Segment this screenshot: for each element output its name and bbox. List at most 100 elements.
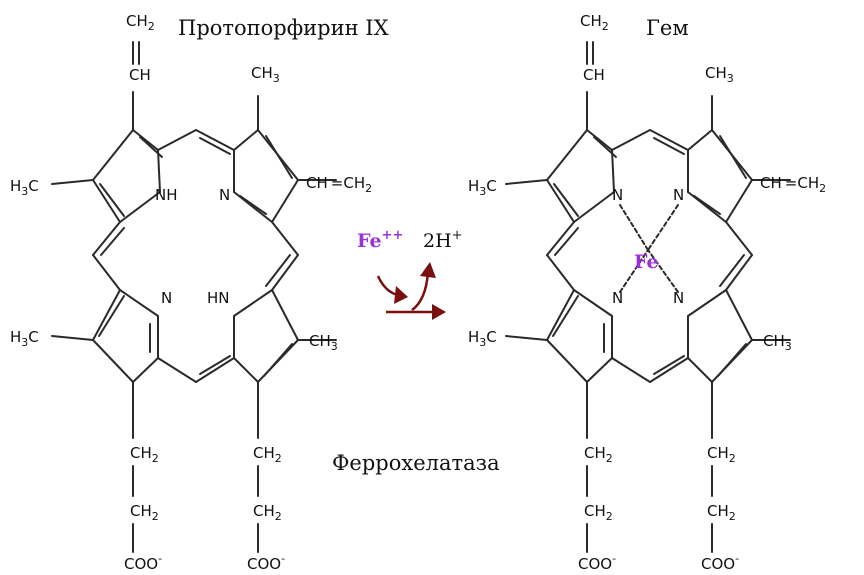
meso-double (554, 227, 579, 256)
ch2-upper-right-chain: CH2 (253, 444, 282, 465)
meso-bond (725, 254, 753, 291)
ring-bond (157, 149, 161, 193)
iron-reagent: Fe++ (357, 228, 403, 252)
meso-bond (92, 254, 121, 291)
iron-coordination-3 (619, 249, 649, 293)
meso-double (100, 227, 125, 256)
methyl-left-lower: H3C (10, 328, 39, 349)
methyl-right-mol-upper: H3C (468, 177, 497, 198)
ring-bond (132, 129, 159, 151)
meso-double (199, 355, 231, 375)
ch2-right-mol-3: CH2 (584, 502, 613, 523)
ring-bond (725, 289, 753, 341)
double-bond (98, 295, 125, 337)
ring-bond (546, 339, 588, 383)
meso-bond (649, 357, 689, 383)
double-bond (265, 135, 293, 179)
ring-bond (271, 289, 299, 341)
ring-bond (92, 289, 121, 341)
ring-bond (725, 179, 753, 223)
ring-bond (92, 339, 134, 383)
meso-bond (157, 129, 197, 151)
carboxylate-left-1: COO- (124, 552, 162, 573)
meso-double (265, 254, 291, 287)
proton-product: 2H+ (423, 228, 463, 252)
meso-double (653, 355, 685, 375)
ring-bond (573, 191, 615, 223)
vinyl-ch-top-right: CH (583, 66, 605, 84)
double-bond (552, 295, 579, 337)
main-arrow-head (432, 304, 446, 320)
methyl-top-left: CH3 (251, 64, 280, 85)
carboxylate-left-2: COO- (247, 552, 285, 573)
methyl-stem-left (505, 179, 548, 185)
double-bond (553, 183, 579, 217)
ring-bond (546, 179, 575, 223)
meso-double (719, 254, 745, 287)
double-bond (693, 195, 721, 215)
ring-bond (586, 357, 613, 383)
pyrrole-n-ur-right: N (673, 186, 684, 204)
ring-bond (271, 179, 299, 223)
ring-bond (546, 129, 588, 181)
double-bond (99, 183, 125, 217)
iron-in-arrow-head (394, 286, 408, 304)
iron-coordination-1 (619, 204, 649, 251)
meso-double (199, 137, 231, 155)
ch2-lower-right-chain: CH2 (253, 502, 282, 523)
pyrrole-n-lr-right: N (673, 289, 684, 307)
vinyl-ch-top-left: CH (129, 66, 151, 84)
proton-out-arrow (411, 271, 430, 312)
ch2-upper-left-chain: CH2 (130, 444, 159, 465)
ring-bond (233, 357, 259, 383)
carboxylate-right-1: COO- (578, 552, 616, 573)
enzyme-label: Феррохелатаза (332, 451, 500, 475)
ring-bond (586, 129, 613, 151)
proton-out-arrow-head (420, 262, 436, 278)
meso-bond (546, 254, 575, 291)
methyl-top-right: CH3 (705, 64, 734, 85)
meso-bond (195, 357, 235, 383)
ch2-right-mol-4: CH2 (707, 502, 736, 523)
meso-bond (725, 221, 753, 256)
carboxylate-right-2: COO- (701, 552, 739, 573)
methyl-right-mol-lower-r: CH3 (763, 332, 792, 353)
ring-bond (233, 129, 259, 151)
meso-double (653, 137, 685, 155)
meso-bond (611, 129, 651, 151)
meso-bond (271, 254, 299, 291)
meso-bond (611, 357, 651, 383)
pyrrole-nh-left: NH (155, 186, 178, 204)
double-bond (719, 135, 747, 179)
title-heme: Гем (646, 16, 689, 40)
double-bond (263, 343, 293, 377)
ring-bond (132, 357, 159, 383)
title-protoporphyrin: Протопорфирин IX (178, 16, 389, 40)
pyrrole-n-ll-right: N (612, 289, 623, 307)
ch2-right-mol-2: CH2 (707, 444, 736, 465)
reaction-arrows (376, 262, 446, 320)
ring-bond (687, 357, 713, 383)
ch2-right-mol-1: CH2 (584, 444, 613, 465)
meso-bond (92, 221, 121, 256)
methyl-stem-left-lower (51, 335, 94, 341)
pyrrole-hn-left: HN (207, 289, 230, 307)
meso-bond (546, 221, 575, 256)
methyl-right-mol-lower: H3C (468, 328, 497, 349)
meso-bond (271, 221, 299, 256)
ring-bond (119, 289, 159, 317)
methyl-left-upper: H3C (10, 177, 39, 198)
pyrrole-n-ul-right: N (612, 186, 623, 204)
double-bond (717, 343, 747, 377)
meso-bond (649, 129, 689, 151)
ring-bond (573, 289, 613, 317)
ring-bond (233, 289, 273, 317)
double-bond (593, 136, 617, 158)
heme-bonds (505, 41, 791, 553)
iron-coordination-4 (647, 249, 679, 293)
pyrrole-n-upper-right-left: N (219, 186, 230, 204)
protoporphyrin-bonds (51, 41, 337, 553)
ring-bond (611, 149, 615, 193)
vinyl-ch2-top-right: CH2 (580, 12, 609, 33)
